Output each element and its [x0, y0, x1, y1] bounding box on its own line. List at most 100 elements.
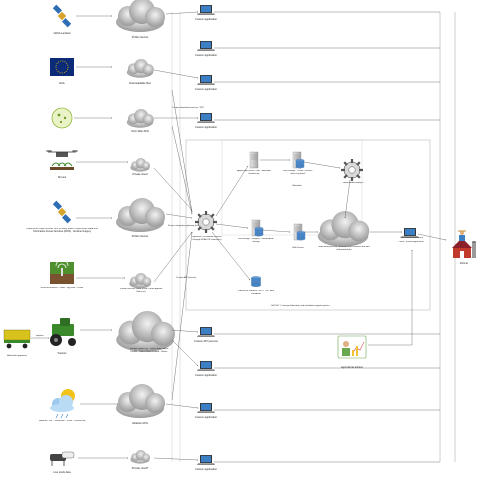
- custom-app-label: Custom application: [195, 125, 218, 129]
- custom-app: [197, 403, 215, 413]
- cloud-private-2: [130, 450, 150, 464]
- barn-icon: [452, 238, 476, 258]
- attached-equipment: Attached equipment: [3, 329, 31, 357]
- app-server: [249, 151, 259, 169]
- cloud-label: Public internet: [132, 35, 149, 39]
- advisor-connector: [368, 249, 413, 346]
- analytics-label-wrap: Value-added analysis: [342, 182, 364, 184]
- analytics-engine: [339, 157, 365, 183]
- source-copernicus: Copernicus Open Access Hub (CSAR) and/or…: [26, 200, 98, 233]
- cloud-public-internet: Public internet: [116, 0, 165, 39]
- metadata-label: Metadata: [292, 184, 302, 187]
- core-container: [221, 139, 363, 236]
- custom-app-label: Custom application: [195, 17, 218, 21]
- multi-tenant-label: Multi-tenant private cloud (for both in-…: [318, 246, 370, 251]
- client-app-label-wrap: Client / In-field application: [398, 241, 424, 243]
- source-label: Drones: [58, 175, 67, 179]
- source-soil: [51, 107, 73, 129]
- custom-app: [197, 361, 215, 371]
- publish-storage: [250, 275, 262, 288]
- file-storage-label-wrap: File storage - Imagery - Intermediate st…: [238, 238, 274, 243]
- custom-app: [197, 455, 215, 465]
- source-label: Copernicus Open Access Hub (CSAR) and/or…: [26, 228, 98, 233]
- publish-label-wrap: Publish on common OGC® / IoT data standa…: [237, 290, 275, 295]
- equipment-icon: [3, 329, 31, 349]
- source-nasa: NASA Landsat: [52, 4, 72, 35]
- client-app-label: Client / In-field application: [398, 241, 424, 243]
- source-label: Tractors: [57, 351, 67, 355]
- analytics-label: Value-added analysis: [342, 182, 364, 184]
- data-storage: [292, 151, 305, 169]
- multi-tenant-cloud: [317, 211, 370, 247]
- source-label-wrap: Weather - Air - Wind/rain - Frost - Clou…: [38, 420, 86, 422]
- cloud-label: Downloadable files: [129, 81, 151, 85]
- publish-label: Publish on common OGC® / IoT data standa…: [237, 290, 275, 295]
- processor-label: Ingestion (Via multiple sources through …: [192, 236, 222, 241]
- ground-sensor-icon: [50, 259, 74, 284]
- cloud-label-wrap: Vendor clouds e.g. - John Deere - Agco -…: [130, 348, 170, 353]
- data-storage-label-wrap: Data storage - Vector - Raster - other, …: [282, 170, 314, 175]
- cloud-private: [130, 158, 150, 172]
- source-label: ESA: [59, 81, 64, 85]
- cloud-label: OGC Web APIs: [131, 129, 150, 133]
- cloud-vendor: [116, 311, 175, 352]
- cloud-public-internet-2: Public internet: [116, 198, 165, 238]
- farmer-label: Farmer: [460, 261, 468, 265]
- custom-app-label: Custom application: [195, 373, 218, 377]
- core-connectors: [211, 159, 403, 281]
- custom-app-label: Custom application: [195, 53, 218, 57]
- file-storage: [251, 219, 264, 237]
- web-server: [293, 223, 306, 241]
- custom-app-label: Custom API (secure): [194, 339, 218, 343]
- soil-sample-icon: [51, 107, 73, 129]
- source-label-wrap: Copernicus Open Access Hub (CSAR) and/or…: [26, 228, 98, 233]
- custom-app: [197, 113, 215, 123]
- cloud-label: Private cloud?: [132, 466, 149, 470]
- farmer: Farmer: [452, 230, 476, 265]
- edge-label: Device integration gateway (IoT): [168, 224, 200, 227]
- edge-label: Custom API (secure): [176, 276, 196, 279]
- cloud-ogc-web-apis: [126, 109, 154, 128]
- agricultural-advisor: Agricultural advisor: [337, 335, 367, 369]
- custom-app: [197, 327, 215, 337]
- cloud-label: Public internet: [132, 234, 149, 238]
- source-tractors: Tractors: [50, 318, 76, 355]
- satellite-icon: [52, 4, 72, 28]
- custom-app-label: Custom application: [195, 467, 218, 471]
- farmer-icon: [458, 230, 466, 241]
- processor-label-wrap: Ingestion (Via multiple sources through …: [192, 236, 222, 241]
- cloud-label: Weather APIs: [132, 421, 149, 425]
- source-label: Ground sensors - Field - Agrimet - Other: [40, 287, 84, 289]
- satellite-icon: [52, 200, 72, 224]
- ingestion-processor: [193, 209, 219, 235]
- source-label: Live stock data: [53, 470, 71, 474]
- file-storage-label: File storage - Imagery - Intermediate st…: [238, 238, 274, 243]
- cloud-weather-apis: Weather APIs: [116, 384, 165, 425]
- cloud-label-wrap: Private services cloud (Field Cloud, Agr…: [120, 288, 162, 293]
- multi-tenant-label-wrap: Multi-tenant private cloud (for both in-…: [318, 246, 370, 251]
- federation-label: OGC/IoT ® storage federation and metadat…: [271, 304, 330, 307]
- livestock-icon: [50, 451, 75, 466]
- eu-flag-icon: [50, 58, 74, 76]
- cloud-label: Private cloud: [133, 172, 149, 176]
- data-storage-label: Data storage - Vector - Raster - other, …: [282, 170, 314, 175]
- implements-label: Implem.: [36, 335, 44, 337]
- cloud-downloadable-files: [126, 59, 154, 78]
- source-weather: Weather - Air - Wind/rain - Frost - Clou…: [38, 389, 86, 422]
- tractor-icon: [50, 318, 76, 346]
- drone-icon: [46, 150, 78, 170]
- equipment-label: Attached equipment: [7, 354, 27, 357]
- source-label: Weather - Air - Wind/rain - Frost - Clou…: [38, 420, 86, 422]
- advisor-icon: [337, 335, 367, 359]
- app-server-label-wrap: Application server / files - Available f…: [237, 170, 271, 175]
- custom-app-label: Custom application: [195, 415, 218, 419]
- user-data-label: User Connected Device: [400, 236, 424, 239]
- advisor-label: Agricultural advisor: [341, 365, 363, 369]
- weather-icon: [50, 389, 75, 419]
- custom-app-label: Custom application: [195, 87, 218, 91]
- cloud-private-services: [129, 273, 152, 289]
- custom-app: [197, 41, 215, 51]
- edge-label: Custom download services / FTP: [172, 106, 205, 109]
